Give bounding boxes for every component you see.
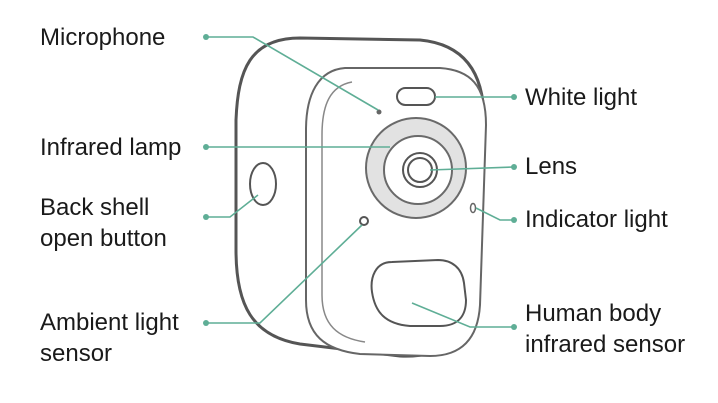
indicator-light-shape [469,202,477,214]
leader-back-shell [206,194,259,218]
leader-human [411,302,514,328]
lens-text: Lens [525,153,578,180]
label-human-body-sensor: Human body infrared sensor [525,298,685,360]
human-body-text-line2: infrared sensor [525,331,686,358]
leader-dots [203,34,517,330]
label-microphone: Microphone [40,22,165,53]
leader-lines [206,36,515,328]
white-light-shape [396,87,436,106]
infrared-lamp-text: Infrared lamp [40,134,182,161]
leader-indicator [475,207,514,221]
leader-microphone [206,36,379,111]
indicator-light-text: Indicator light [525,206,668,233]
label-indicator-light: Indicator light [525,204,668,235]
label-lens: Lens [525,151,577,182]
white-light-text: White light [525,84,638,111]
human-body-text-line1: Human body [525,300,662,327]
leader-lens [429,166,515,171]
back-shell-text-line2: open button [40,225,167,252]
label-white-light: White light [525,82,637,113]
camera-front-inner-edge [321,81,366,343]
ambient-text-line2: sensor [40,340,113,367]
microphone-text: Microphone [40,24,166,51]
pir-sensor-window [370,258,468,327]
microphone-hole [376,109,382,115]
back-shell-text-line1: Back shell [40,194,150,221]
label-ambient-light-sensor: Ambient light sensor [40,307,179,369]
label-back-shell-button: Back shell open button [40,192,167,254]
ambient-text-line1: Ambient light [40,309,179,336]
label-infrared-lamp: Infrared lamp [40,132,181,163]
ambient-sensor-shape [359,216,369,226]
leader-ambient [206,224,363,324]
back-shell-button-shape [249,162,277,206]
